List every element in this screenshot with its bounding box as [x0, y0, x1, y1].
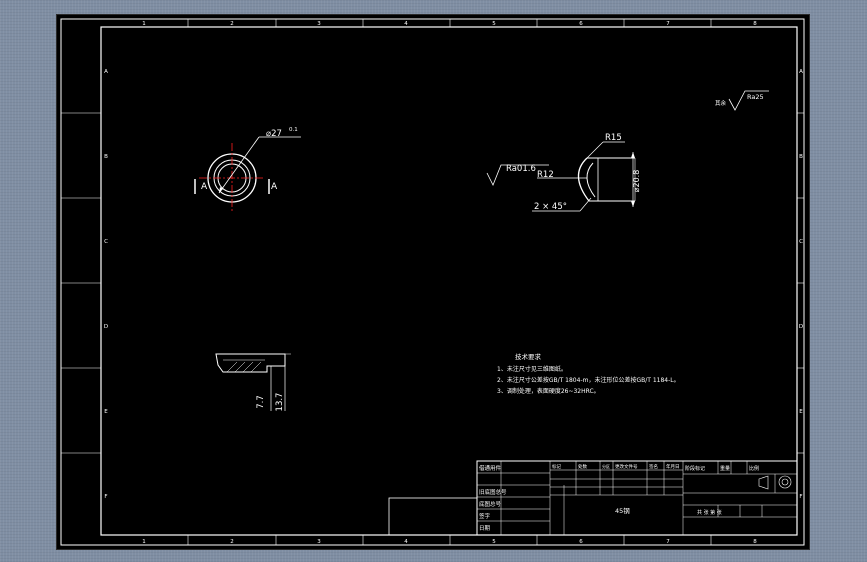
surface-finish-value: Ra25 [747, 93, 764, 101]
tech-req-item-2: 2、未注尺寸公差按GB/T 1804-m，未注形位公差按GB/T 1184-L。 [497, 376, 680, 384]
arrowhead [219, 187, 223, 193]
surface-finish-symbol [728, 90, 769, 111]
ring-diameter-label: ⌀27 [266, 129, 282, 139]
title-block-frame [476, 460, 798, 536]
zone-label-right-d: D [799, 324, 803, 330]
outer-frame [60, 18, 805, 546]
title-top-cell-1: 标记 [552, 463, 561, 470]
technical-requirements: 技术要求 1、未注尺寸见三维图纸。 2、未注尺寸公差按GB/T 1804-m，未… [497, 352, 680, 395]
zone-label-bottom-4: 4 [404, 539, 408, 545]
zone-label-top-4: 4 [404, 21, 408, 27]
tech-req-item-1: 1、未注尺寸见三维图纸。 [497, 365, 567, 373]
inner-frame [100, 26, 798, 536]
tech-req-item-3: 3、调制处理，表面硬度26~32HRC。 [497, 387, 600, 395]
zone-label-top-8: 8 [753, 21, 757, 27]
title-scale-label: 比例 [749, 465, 759, 472]
surface-finish-note: 其余 Ra25 [715, 90, 769, 111]
section-inner-arc [586, 162, 596, 198]
roughness-symbol [486, 164, 549, 186]
projection-symbol [758, 475, 792, 490]
drawing-sheet: 1 2 3 4 5 6 7 8 1 2 3 4 5 6 7 8 A B C D … [56, 14, 810, 550]
zone-dividers [61, 19, 804, 545]
ring-diameter-leader [218, 136, 260, 194]
title-block: 借通用件 旧底图总号 底图总号 签字 日期 标记 处数 分区 更改文件号 签名 … [388, 460, 798, 536]
zone-label-top-1: 1 [142, 21, 146, 27]
zone-label-top-5: 5 [492, 21, 496, 27]
zone-label-right-f: F [799, 494, 802, 500]
side-dim-label-1: 7.7 [256, 395, 266, 409]
hatch-line [242, 361, 254, 373]
zone-label-left-f: F [104, 494, 107, 500]
zone-label-bottom-2: 2 [230, 539, 234, 545]
section-outer-arc [577, 157, 590, 202]
title-block-extension [388, 497, 478, 536]
title-material: 45钢 [615, 507, 630, 515]
zone-label-bottom-8: 8 [753, 539, 757, 545]
r15-leader [586, 141, 604, 159]
zone-label-left-c: C [104, 239, 108, 245]
hatch-line [250, 361, 262, 373]
side-view: 7.7 13.7 [215, 353, 291, 412]
title-left-label-1: 借通用件 [479, 464, 502, 472]
title-top-cell-3: 分区 [602, 463, 610, 469]
zone-label-right-c: C [799, 239, 803, 245]
zone-label-right-a: A [799, 69, 803, 75]
ring-view: ⌀27 0.1 A A [194, 127, 301, 211]
zone-label-right-e: E [799, 409, 803, 415]
section-view: ⌀20.8 R15 R12 Ra01.6 2 × 45° [486, 133, 641, 212]
zone-label-top-7: 7 [666, 21, 670, 27]
title-top-cell-6: 年月日 [666, 463, 680, 470]
zone-label-bottom-5: 5 [492, 539, 496, 545]
title-left-label-3: 旧底图总号 [479, 488, 507, 496]
zone-label-left-e: E [104, 409, 108, 415]
ring-tolerance-label: 0.1 [289, 127, 298, 133]
drawing-canvas: 1 2 3 4 5 6 7 8 1 2 3 4 5 6 7 8 A B C D … [60, 18, 805, 546]
radius-large-label: R15 [605, 133, 622, 143]
zone-label-top-2: 2 [230, 21, 234, 27]
zone-label-left-d: D [104, 324, 108, 330]
section-diameter-label: ⌀20.8 [632, 170, 641, 193]
zone-label-bottom-7: 7 [666, 539, 670, 545]
zone-label-top-3: 3 [317, 21, 321, 27]
title-top-cell-2: 处数 [578, 463, 587, 470]
section-label-left: A [201, 182, 208, 192]
zone-label-left-b: B [104, 154, 108, 160]
title-sheet-count: 共 张 第 张 [697, 509, 722, 516]
zone-label-top-6: 6 [579, 21, 583, 27]
title-weight-label: 重量 [720, 465, 730, 472]
radius-small-label: R12 [537, 170, 554, 180]
surface-finish-prefix: 其余 [715, 99, 727, 107]
zone-label-right-b: B [799, 154, 803, 160]
arrowhead [631, 201, 635, 207]
chamfer-label: 2 × 45° [534, 202, 567, 212]
title-left-label-6: 日期 [479, 525, 491, 532]
tech-req-title: 技术要求 [515, 352, 542, 361]
zone-label-bottom-3: 3 [317, 539, 321, 545]
hatch-line [234, 361, 246, 373]
section-label-right: A [271, 182, 278, 192]
title-top-cell-5: 签名 [649, 463, 658, 470]
title-top-cell-4: 更改文件号 [615, 463, 638, 470]
title-left-label-5: 签字 [479, 512, 491, 520]
chamfer-leader [579, 197, 592, 212]
hatch-line [226, 361, 238, 373]
zone-label-bottom-1: 1 [142, 539, 146, 545]
zone-label-left-a: A [104, 69, 108, 75]
side-profile [215, 353, 286, 373]
arrowhead [631, 152, 635, 158]
title-left-label-4: 底图总号 [479, 500, 502, 508]
zone-label-bottom-6: 6 [579, 539, 583, 545]
side-dim-label-2: 13.7 [275, 393, 285, 412]
title-stage-label: 阶段标记 [685, 465, 705, 472]
roughness-label: Ra01.6 [506, 164, 536, 174]
